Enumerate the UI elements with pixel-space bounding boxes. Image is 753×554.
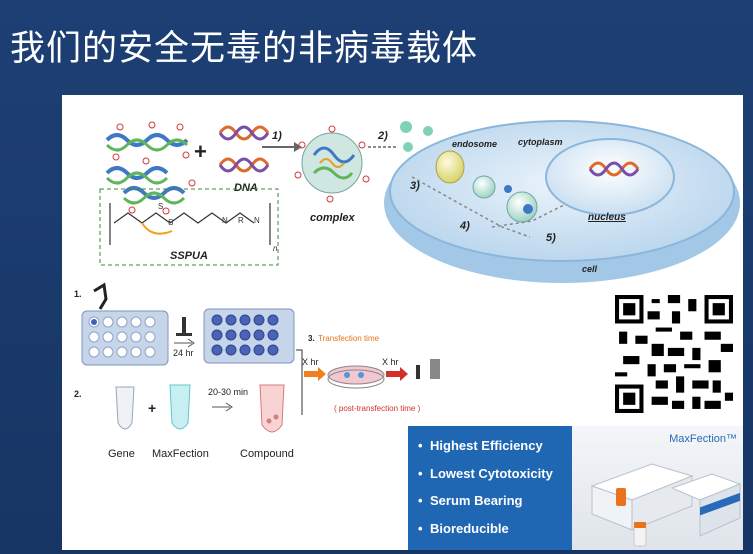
protocol-step1-label: 1. — [74, 289, 82, 299]
sspua-label: SSPUA — [170, 250, 208, 262]
nucleus-label: nucleus — [588, 212, 626, 223]
slide-title: 我们的安全无毒的非病毒载体 — [10, 29, 479, 69]
compound-label: Compound — [240, 448, 294, 460]
plus-sign-2: + — [148, 400, 156, 416]
transfection-time-label: Transfection time — [318, 334, 380, 343]
tube-gene — [115, 386, 135, 430]
feature-item: •Highest Efficiency — [418, 438, 543, 453]
transfection-scheme: + DNA 1) complex 2) — [74, 120, 740, 460]
red-arrow — [386, 367, 408, 381]
step2-label: 2) — [377, 130, 388, 142]
gene-label: Gene — [108, 448, 135, 460]
complex-label: complex — [310, 212, 356, 224]
protocol-step2-label: 2. — [74, 389, 82, 399]
dna-label: DNA — [234, 182, 258, 194]
particles — [400, 121, 433, 152]
feature-list: •Highest Efficiency •Lowest Cytotoxicity… — [408, 426, 572, 550]
qr-code — [615, 295, 733, 413]
cell-label: cell — [582, 264, 598, 274]
product-box-illustration — [590, 463, 742, 547]
dna-helices — [218, 125, 270, 173]
svg-text:R: R — [238, 216, 244, 225]
analysis-icons — [416, 359, 440, 379]
well-plate-before — [81, 310, 169, 366]
x-hr-1: X hr — [302, 357, 319, 367]
maxfection-label: MaxFection — [152, 448, 209, 460]
cytoplasm-label: cytoplasm — [518, 137, 563, 147]
polymer-subscript: n — [273, 244, 278, 253]
svg-text:S: S — [158, 202, 163, 211]
microscope-icon — [176, 317, 192, 336]
orange-arrow — [304, 367, 326, 381]
tube-compound — [259, 384, 285, 433]
step5-label: 5) — [546, 232, 556, 244]
time-24hr: 24 hr — [173, 348, 194, 358]
time-20-30min: 20-30 min — [208, 387, 248, 397]
cell-diagram — [384, 120, 740, 283]
svg-text:S: S — [168, 218, 173, 227]
complex-particle — [294, 125, 370, 203]
product-photo: MaxFection™ — [572, 426, 743, 550]
polymer-structure-box: S S N R N — [99, 188, 279, 266]
step3-label: 3) — [410, 180, 420, 192]
polymer-strands — [105, 121, 196, 215]
culture-dish — [327, 365, 385, 389]
pipette-icon — [93, 282, 108, 310]
figure-panel: + DNA 1) complex 2) — [62, 95, 743, 550]
feature-item: •Serum Bearing — [418, 493, 523, 508]
product-promo: •Highest Efficiency •Lowest Cytotoxicity… — [408, 426, 743, 550]
well-plate-after — [203, 308, 295, 364]
protocol-step3-label: 3. — [308, 334, 315, 343]
step4-label: 4) — [459, 220, 470, 232]
post-transfection-label: ( post-transfection time ) — [334, 404, 421, 413]
plus-sign: + — [194, 139, 207, 164]
feature-item: •Lowest Cytotoxicity — [418, 465, 553, 481]
svg-text:N: N — [222, 216, 228, 225]
feature-item: •Bioreducible — [418, 520, 509, 536]
step1-label: 1) — [272, 130, 282, 142]
svg-text:N: N — [254, 216, 260, 225]
x-hr-2: X hr — [382, 357, 399, 367]
endosome-label: endosome — [452, 139, 497, 149]
brand-label: MaxFection™ — [669, 433, 737, 445]
tube-maxfection — [169, 384, 191, 430]
